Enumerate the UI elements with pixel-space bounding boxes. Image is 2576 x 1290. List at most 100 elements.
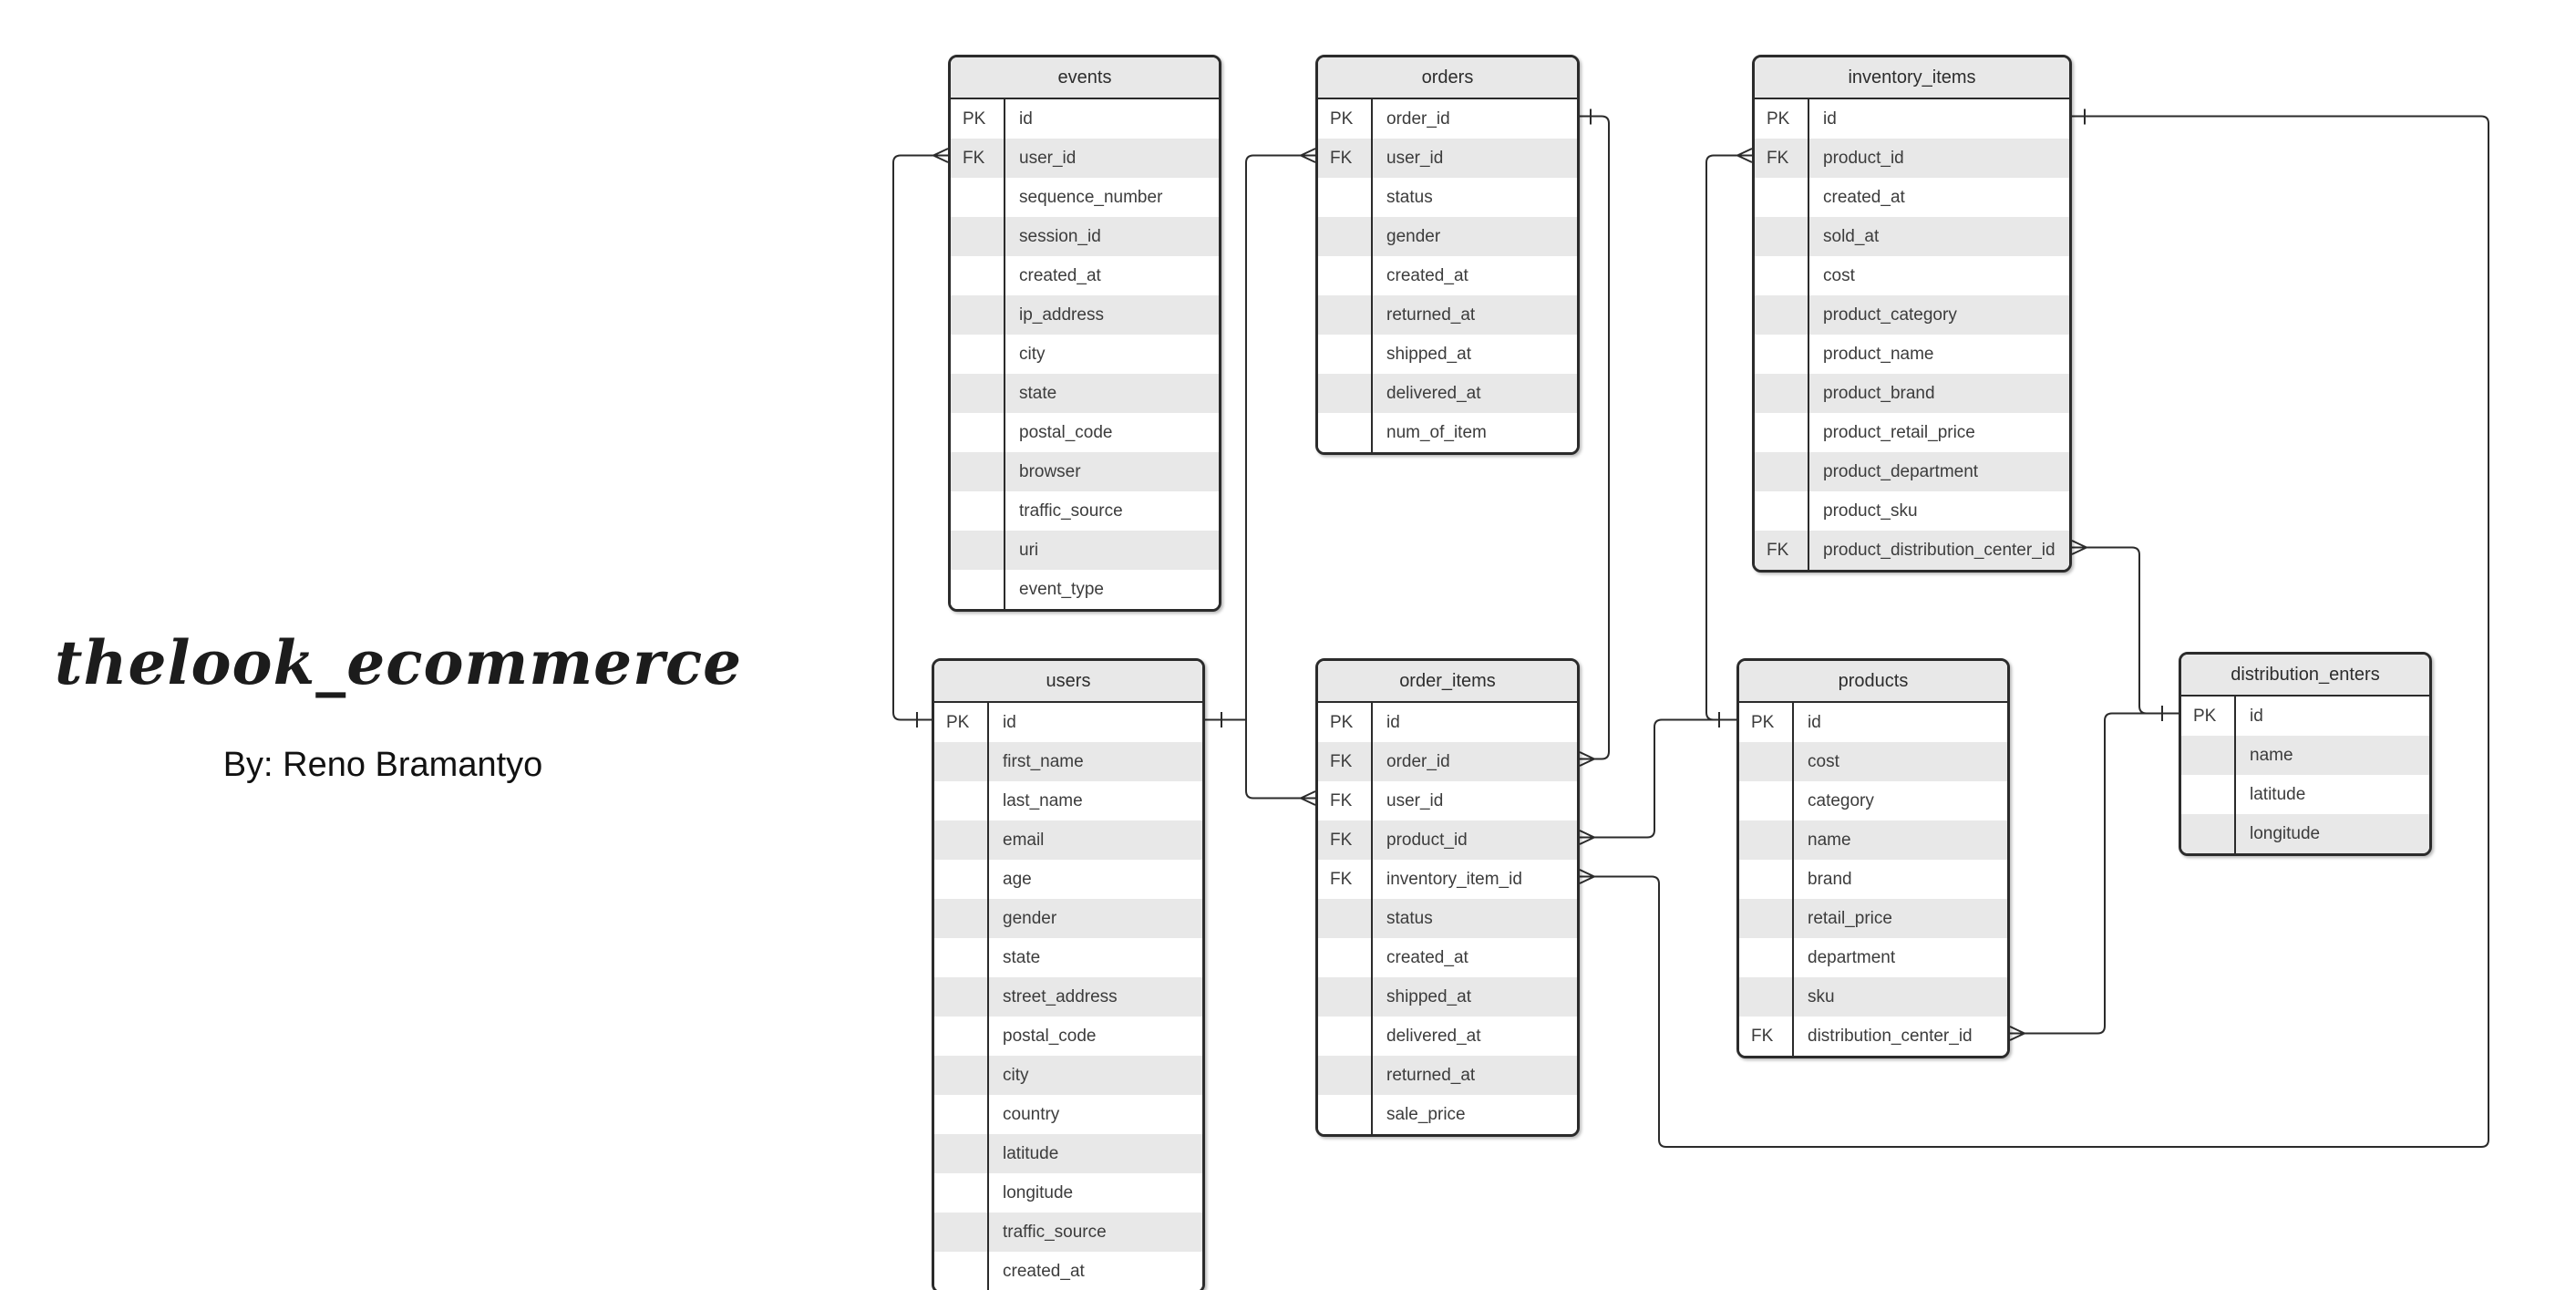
relationship-order_items-order_id--orders-order_id — [1580, 115, 1610, 760]
key-label — [951, 374, 1005, 413]
attribute-name: created_at — [1386, 948, 1468, 967]
attribute-name: delivered_at — [1386, 1027, 1481, 1046]
relationship-inventory_items-product_id--products-id — [1705, 154, 1752, 721]
key-column-divider — [1808, 99, 1809, 570]
key-label — [934, 938, 989, 977]
attribute-name: shipped_at — [1386, 345, 1471, 364]
attribute-name: created_at — [1386, 266, 1468, 285]
attribute-name: id — [2250, 707, 2263, 726]
attribute-name: postal_code — [1003, 1027, 1097, 1046]
key-label — [951, 491, 1005, 531]
key-label — [951, 335, 1005, 374]
key-label — [1755, 335, 1809, 374]
attribute-name: age — [1003, 870, 1032, 889]
key-label — [951, 256, 1005, 295]
attribute-name: name — [1808, 831, 1851, 850]
attribute-name: created_at — [1823, 188, 1905, 207]
table-row-orders-shipped_at: shipped_at — [1318, 335, 1577, 374]
table-row-distribution_enters-id: PK id — [2181, 697, 2429, 736]
key-label — [951, 452, 1005, 491]
attribute-name: sale_price — [1386, 1105, 1466, 1124]
table-row-orders-status: status — [1318, 178, 1577, 217]
attribute-name: cost — [1808, 752, 1839, 771]
key-label — [1739, 742, 1794, 781]
table-row-inventory_items-product_name: product_name — [1755, 335, 2069, 374]
key-label — [1318, 899, 1373, 938]
key-label: PK — [1767, 109, 1790, 129]
key-label: FK — [963, 149, 985, 168]
key-label — [1318, 1017, 1373, 1056]
key-label — [934, 1056, 989, 1095]
key-label: PK — [1330, 109, 1354, 129]
attribute-name: state — [1003, 948, 1041, 967]
table-row-inventory_items-product_category: product_category — [1755, 295, 2069, 335]
key-label: PK — [946, 713, 970, 732]
table-row-events-state: state — [951, 374, 1219, 413]
relationship-order_items-product_id--products-id — [1580, 718, 1736, 839]
table-row-users-created_at: created_at — [934, 1252, 1202, 1290]
key-label — [1755, 374, 1809, 413]
attribute-name: product_retail_price — [1823, 423, 1975, 442]
attribute-name: id — [1808, 713, 1821, 732]
attribute-name: session_id — [1019, 227, 1101, 246]
table-row-order_items-shipped_at: shipped_at — [1318, 977, 1577, 1017]
cardinality-markers-events-user_id--users-id — [916, 148, 949, 728]
table-row-products-sku: sku — [1739, 977, 2007, 1017]
attribute-name: category — [1808, 791, 1874, 810]
key-label — [951, 531, 1005, 570]
attribute-name: postal_code — [1019, 423, 1113, 442]
attribute-name: order_id — [1386, 109, 1450, 129]
cardinality-markers-order_items-inventory_item_id--inventory_items-id — [1579, 108, 2086, 884]
key-label: PK — [2193, 707, 2217, 726]
attribute-name: city — [1003, 1066, 1029, 1085]
key-label — [1755, 491, 1809, 531]
table-row-users-city: city — [934, 1056, 1202, 1095]
key-label — [951, 295, 1005, 335]
table-row-users-longitude: longitude — [934, 1173, 1202, 1213]
key-label: FK — [1767, 149, 1789, 168]
key-label: FK — [1330, 149, 1353, 168]
table-row-orders-num_of_item: num_of_item — [1318, 413, 1577, 452]
attribute-name: gender — [1386, 227, 1441, 246]
key-label: FK — [1330, 791, 1353, 810]
table-row-distribution_enters-latitude: latitude — [2181, 775, 2429, 814]
attribute-name: brand — [1808, 870, 1852, 889]
relationship-events-user_id--users-id — [892, 154, 948, 721]
key-label — [934, 1213, 989, 1252]
table-row-users-gender: gender — [934, 899, 1202, 938]
relationship-products-distribution_center_id--distribution_enters-id — [2010, 712, 2179, 1035]
attribute-name: user_id — [1386, 149, 1444, 168]
table-row-events-sequence_number: sequence_number — [951, 178, 1219, 217]
relationship-orders-user_id--users-id — [1205, 154, 1315, 721]
attribute-name: created_at — [1019, 266, 1101, 285]
table-row-users-last_name: last_name — [934, 781, 1202, 820]
cardinality-markers-products-distribution_center_id--distribution_enters-id — [2009, 1026, 2025, 1041]
attribute-name: product_department — [1823, 462, 1979, 481]
attribute-name: id — [1823, 109, 1837, 129]
table-row-events-created_at: created_at — [951, 256, 1219, 295]
attribute-name: num_of_item — [1386, 423, 1487, 442]
key-label: PK — [1751, 713, 1775, 732]
key-label — [934, 1252, 989, 1290]
table-row-users-postal_code: postal_code — [934, 1017, 1202, 1056]
table-row-inventory_items-product_department: product_department — [1755, 452, 2069, 491]
key-column-divider — [1004, 99, 1005, 609]
attribute-name: longitude — [1003, 1183, 1074, 1202]
attribute-name: status — [1386, 188, 1433, 207]
attribute-name: created_at — [1003, 1262, 1085, 1281]
attribute-name: state — [1019, 384, 1057, 403]
key-label — [1739, 781, 1794, 820]
key-label — [951, 570, 1005, 609]
table-row-products-department: department — [1739, 938, 2007, 977]
attribute-name: order_id — [1386, 752, 1450, 771]
key-label: FK — [1767, 541, 1789, 560]
